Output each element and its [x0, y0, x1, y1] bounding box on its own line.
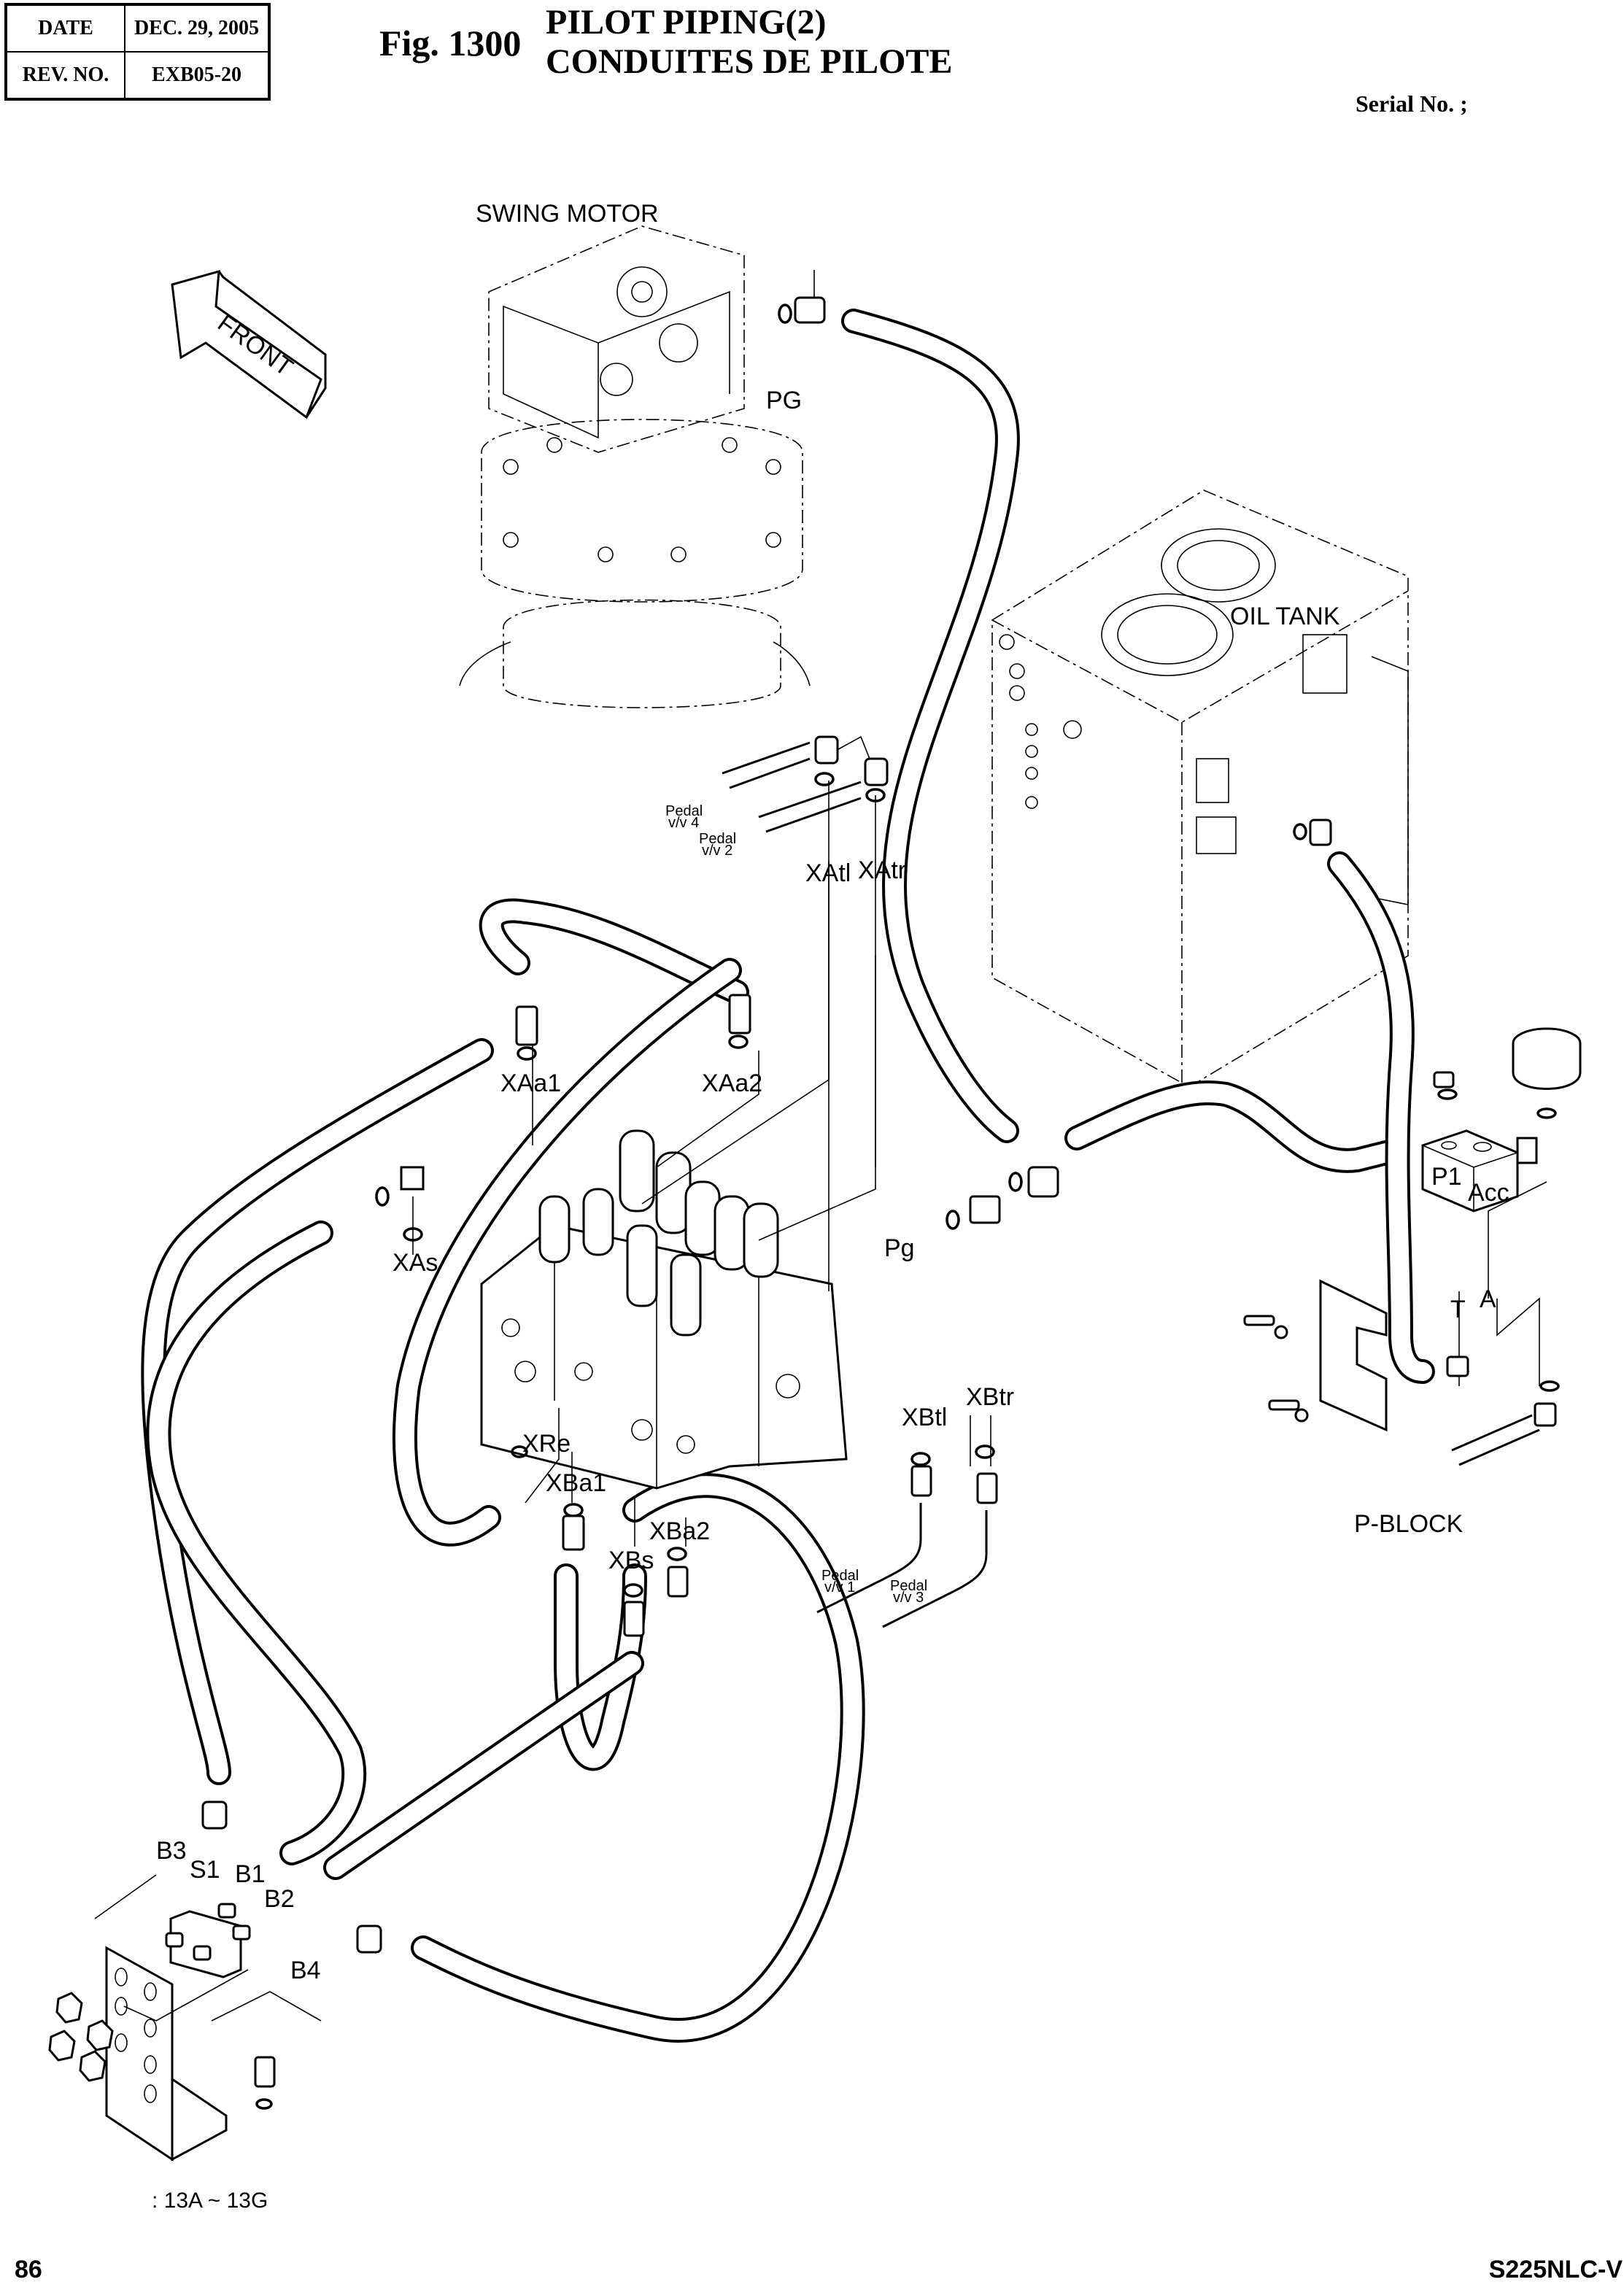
port-xba1: XBa1 — [546, 1469, 606, 1497]
p-block-label: P-BLOCK — [1354, 1510, 1463, 1538]
date-value: DEC. 29, 2005 — [124, 4, 270, 53]
port-p1: P1 — [1431, 1163, 1462, 1191]
port-xbtr: XBtr — [966, 1383, 1014, 1411]
swing-motor: SWING MOTOR PG — [459, 200, 826, 708]
port-pg-upper: PG — [766, 387, 802, 414]
leader-lines — [412, 735, 1547, 1547]
applicability-note: : 13A ~ 13G — [152, 2189, 268, 2213]
pedal-lines-upper: Pedal v/v 4 Pedal v/v 2 — [665, 741, 862, 859]
pilot-hoses — [141, 309, 1435, 2043]
front-arrow-icon: FRONT — [171, 269, 327, 419]
pedal-vv1-line2: v/v 1 — [824, 1579, 855, 1595]
port-xre: XRe — [522, 1430, 571, 1458]
oil-tank-label: OIL TANK — [1230, 603, 1340, 630]
pedal-vv1-line1: Pedal — [821, 1568, 859, 1584]
port-xatr: XAtr — [858, 856, 906, 884]
title-french: CONDUITES DE PILOTE — [546, 42, 953, 81]
port-a: A — [1480, 1285, 1496, 1313]
fittings — [375, 735, 1059, 1637]
pedal-vv3-line2: v/v 3 — [893, 1590, 924, 1606]
swing-motor-label: SWING MOTOR — [476, 200, 659, 228]
page-number: 86 — [15, 2256, 42, 2283]
oil-tank: OIL TANK — [991, 490, 1409, 1088]
port-labels: XAtl XAtr XAa1 XAa2 XAs Pg XRe XBa1 XBa2… — [156, 856, 1509, 1984]
figure-number: Fig. 1300 — [379, 23, 522, 63]
pedal-vv3-line1: Pedal — [890, 1578, 927, 1594]
rev-label: REV. NO. — [5, 51, 125, 100]
port-xbtl: XBtl — [902, 1404, 947, 1431]
port-s1: S1 — [190, 1856, 220, 1884]
port-pg-lower: Pg — [884, 1234, 915, 1262]
revision-table: DATE DEC. 29, 2005 REV. NO. EXB05-20 — [4, 3, 271, 101]
port-b3: B3 — [156, 1837, 187, 1865]
pedal-vv4-line1: Pedal — [665, 803, 703, 819]
pedal-lines-lower: Pedal v/v 1 Pedal v/v 3 — [821, 1568, 927, 1606]
serial-number-label: Serial No. ; — [1356, 90, 1468, 117]
pedal-vv4-line2: v/v 4 — [668, 815, 699, 831]
port-b2: B2 — [264, 1885, 295, 1913]
date-label: DATE — [5, 4, 125, 53]
p-block-assembly: P-BLOCK — [1243, 1027, 1582, 1538]
port-xas: XAs — [393, 1249, 438, 1277]
port-xba2: XBa2 — [649, 1517, 710, 1545]
port-xaa1: XAa1 — [500, 1069, 561, 1097]
port-xbs: XBs — [608, 1547, 654, 1574]
port-b1: B1 — [235, 1860, 266, 1888]
figure-title: PILOT PIPING(2) CONDUITES DE PILOTE — [546, 3, 952, 82]
port-xaa2: XAa2 — [702, 1069, 762, 1097]
port-acc: Acc — [1468, 1179, 1509, 1207]
port-b4: B4 — [290, 1957, 321, 1984]
rev-value: EXB05-20 — [124, 51, 270, 100]
manifold-bracket — [48, 1800, 382, 2162]
title-english: PILOT PIPING(2) — [546, 3, 827, 42]
model-number: S225NLC-V — [1488, 2256, 1623, 2283]
port-xatl: XAtl — [805, 859, 851, 887]
port-t: T — [1450, 1296, 1466, 1323]
pedal-vv2-line1: Pedal — [699, 831, 736, 847]
pedal-vv2-line2: v/v 2 — [702, 843, 732, 859]
main-control-valve — [480, 1129, 848, 1490]
